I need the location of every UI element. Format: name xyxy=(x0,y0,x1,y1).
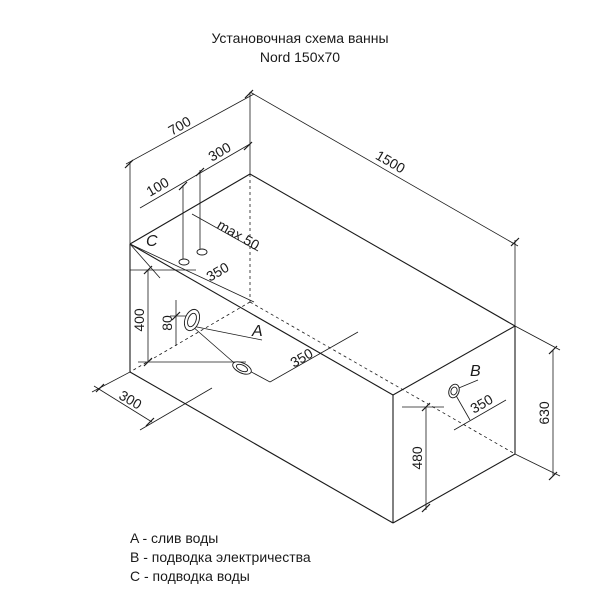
water-inlet-right xyxy=(196,248,208,256)
dim-630: 630 xyxy=(536,401,552,425)
dim-80: 80 xyxy=(159,315,175,331)
electric-port xyxy=(448,383,460,399)
dim-300-depth: 300 xyxy=(116,387,144,413)
box-edge-top-front xyxy=(129,243,394,396)
dim-300-top: 300 xyxy=(205,139,233,165)
box-edge-top-left xyxy=(129,173,251,245)
bathtub-box xyxy=(129,173,516,524)
box-edge-bottom-front xyxy=(129,371,394,524)
legend-item-c: C - подводка воды xyxy=(130,568,250,584)
dim-400: 400 xyxy=(131,308,147,332)
dim-700: 700 xyxy=(165,113,193,139)
side-drain-hole xyxy=(183,308,201,332)
legend-item-a: A - слив воды xyxy=(130,530,219,546)
dimension-ticks xyxy=(95,89,558,513)
dim-1500: 1500 xyxy=(373,147,408,177)
label-c: C xyxy=(146,233,158,250)
diagram-subtitle: Nord 150x70 xyxy=(259,49,341,65)
box-edge-bottom-right xyxy=(392,453,516,524)
dimension-lines xyxy=(91,91,561,510)
diagram-title: Установочная схема ванны xyxy=(211,30,389,46)
water-inlet-left xyxy=(178,258,190,266)
label-a: A xyxy=(251,323,263,340)
box-edge-top-back xyxy=(249,173,516,327)
dim-480: 480 xyxy=(409,446,425,470)
holes xyxy=(178,248,460,399)
box-edge-top-right xyxy=(392,325,516,396)
label-b: B xyxy=(470,363,481,380)
dim-max-50: max 50 xyxy=(215,216,263,253)
legend-item-b: B - подводка электричества xyxy=(130,549,311,565)
dim-350-b: 350 xyxy=(467,391,495,417)
dim-100: 100 xyxy=(143,174,171,200)
